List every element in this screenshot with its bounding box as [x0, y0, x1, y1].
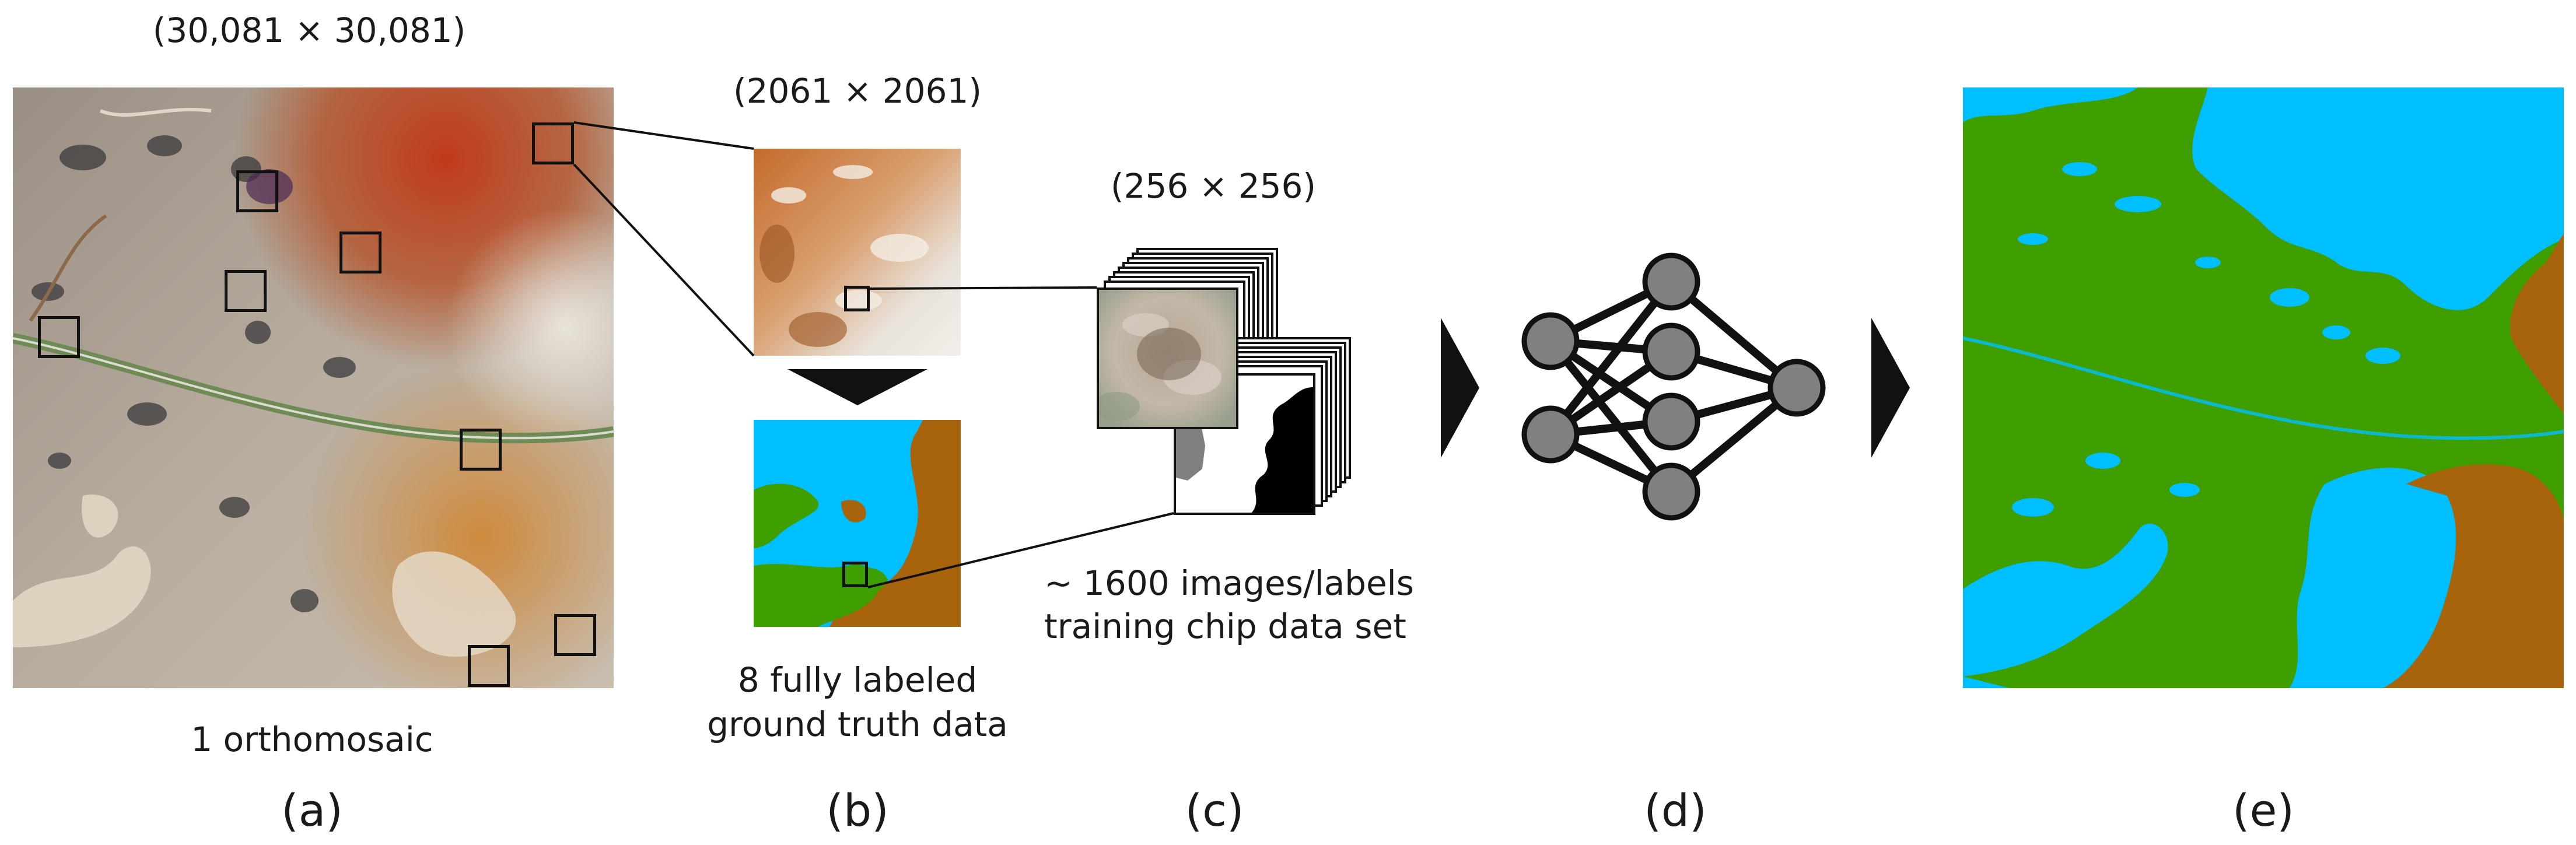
orthomosaic-image [13, 87, 614, 688]
sample-box [225, 270, 267, 312]
sample-box [460, 429, 502, 471]
image-chip [1097, 287, 1238, 429]
panel-b-letter: (b) [826, 784, 889, 836]
sample-box [532, 122, 574, 164]
sample-box [38, 316, 80, 358]
sample-box [236, 170, 278, 212]
ground-truth-chip-box [844, 286, 870, 311]
network-node [1642, 322, 1700, 381]
label-chip-box [842, 562, 868, 587]
network-node [1521, 312, 1580, 370]
panel-c-caption-line2: training chip data set [1044, 606, 1406, 646]
right-arrow-icon [1871, 318, 1910, 458]
sample-box [554, 614, 596, 656]
right-arrow-icon [1441, 318, 1479, 458]
network-node [1521, 405, 1580, 464]
network-node [1642, 253, 1700, 311]
panel-b-caption-line1: 8 fully labeled [737, 660, 978, 700]
down-arrow-icon [788, 369, 928, 405]
network-node [1768, 359, 1826, 417]
panel-c-caption-line1: ~ 1600 images/labels [1044, 563, 1414, 603]
sample-box [468, 645, 510, 687]
panel-d-letter: (d) [1644, 784, 1707, 836]
panel-a-letter: (a) [281, 784, 343, 836]
network-node [1642, 392, 1700, 451]
panel-b-dimension: (2061 × 2061) [733, 71, 982, 111]
ground-truth-image [754, 149, 961, 356]
ground-truth-label-map [754, 420, 961, 627]
network-node [1642, 462, 1700, 521]
panel-a-dimension: (30,081 × 30,081) [152, 10, 466, 50]
panel-c-letter: (c) [1185, 784, 1244, 836]
panel-b-caption-line2: ground truth data [707, 704, 1008, 744]
sample-box [340, 232, 382, 274]
classified-map [1963, 87, 2564, 688]
panel-e-letter: (e) [2232, 784, 2295, 836]
panel-c-dimension: (256 × 256) [1110, 166, 1317, 206]
panel-a-caption: 1 orthomosaic [191, 720, 433, 759]
neural-network-icon [1521, 253, 1826, 521]
